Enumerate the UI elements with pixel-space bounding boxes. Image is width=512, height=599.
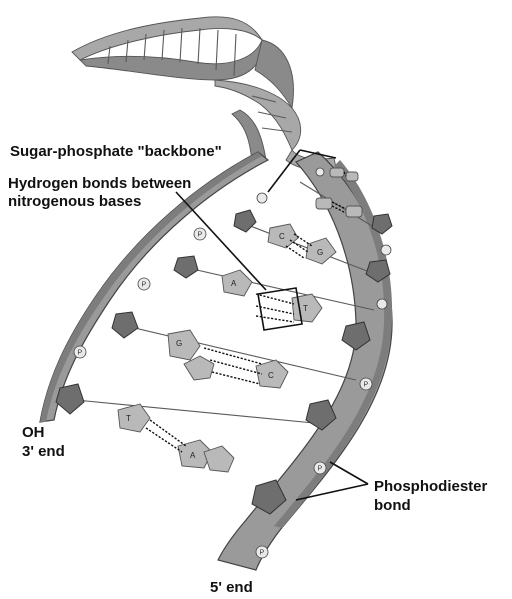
phosphodiester-label-line2: bond — [374, 497, 411, 514]
three-prime-end-label: 3' end — [22, 443, 65, 460]
base-label: C — [279, 232, 285, 241]
base-label: G — [317, 248, 323, 257]
phosphate-label: P — [318, 466, 323, 473]
base-pair-1: C G — [268, 224, 336, 264]
five-prime-end-label: 5' end — [210, 579, 253, 596]
base-pair-3: G C — [168, 330, 288, 388]
hydrogen-bonds-label-line1: Hydrogen bonds between — [8, 175, 191, 192]
hydrogen-bonds-label-line2: nitrogenous bases — [8, 193, 141, 210]
base-label: A — [231, 279, 237, 288]
base-label: G — [176, 339, 182, 348]
backbone-label: Sugar-phosphate "backbone" — [10, 143, 222, 160]
phosphate-label: P — [78, 350, 83, 357]
phosphate-label: P — [198, 232, 203, 239]
base-label: T — [126, 414, 131, 423]
base-label: A — [190, 451, 196, 460]
base-pair-4: T A — [118, 404, 234, 472]
base-label: T — [303, 304, 308, 313]
phosphodiester-label-line1: Phosphodiester — [374, 478, 488, 495]
phosphate-label: P — [260, 550, 265, 557]
oh-label: OH — [22, 424, 45, 441]
phosphate-label: P — [142, 282, 147, 289]
base-label: C — [268, 371, 274, 380]
base-pair-2: A T — [222, 270, 322, 322]
phosphate-label: P — [364, 382, 369, 389]
